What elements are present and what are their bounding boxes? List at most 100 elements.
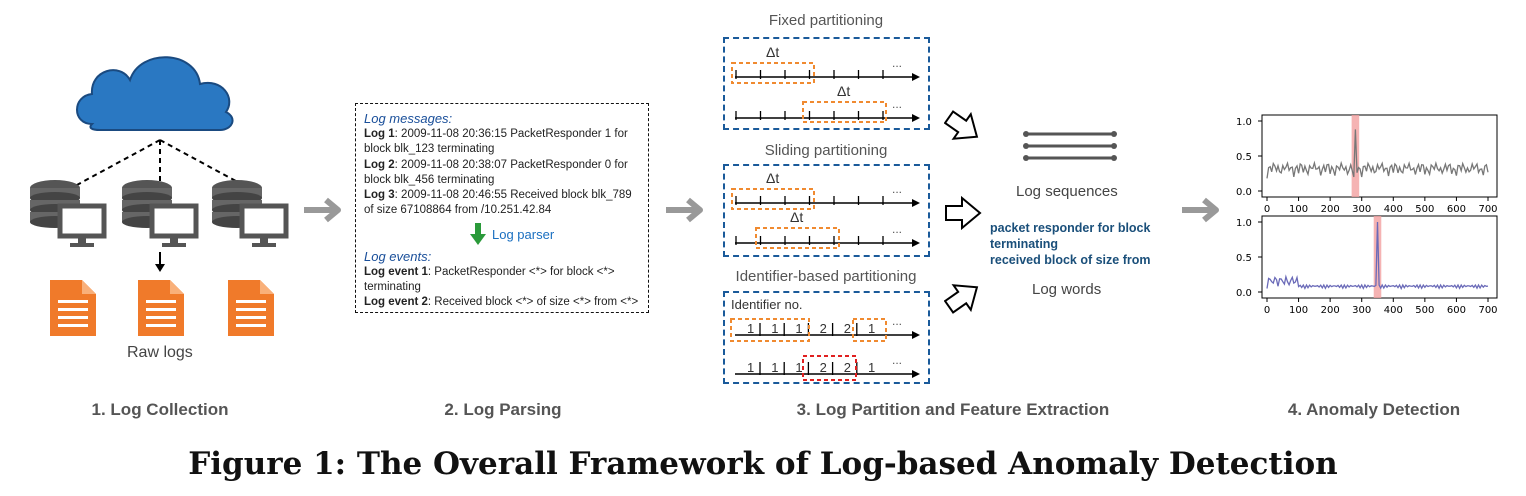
sliding-partitioning-box xyxy=(723,164,930,257)
stage-label-collection: 1. Log Collection xyxy=(91,400,229,419)
log-sequences-icon xyxy=(1023,131,1117,161)
y-tick-label: 0.5 xyxy=(1236,152,1252,163)
x-tick-label: 600 xyxy=(1447,204,1466,215)
timeline-arrowhead xyxy=(912,73,920,81)
time-window xyxy=(731,188,815,210)
events-header: Log events: xyxy=(364,248,432,264)
x-tick-label: 300 xyxy=(1352,305,1371,316)
stage-label-parsing: 2. Log Parsing xyxy=(444,400,562,419)
timeline-arrowhead xyxy=(912,199,920,207)
y-tick-label: 0.0 xyxy=(1236,187,1252,198)
x-tick-label: 300 xyxy=(1352,204,1371,215)
identifier-value: 2 xyxy=(820,321,827,336)
x-tick-label: 200 xyxy=(1321,204,1340,215)
timeline-arrowhead xyxy=(912,370,920,378)
timeline-arrowhead xyxy=(912,114,920,122)
log-parsing-box: Log messages: Log 1: 2009-11-08 20:36:15… xyxy=(355,103,649,313)
time-window xyxy=(755,227,840,249)
series-line xyxy=(1266,221,1489,291)
fixed-partitioning-box xyxy=(723,37,930,130)
series-line xyxy=(1266,129,1489,179)
server-icon xyxy=(122,180,199,247)
x-tick-label: 400 xyxy=(1384,305,1403,316)
identifier-label: Identifier no. xyxy=(731,297,803,312)
timeline-ellipsis: ... xyxy=(892,222,902,236)
identifier-value: 1 xyxy=(795,321,802,336)
identifier-value: 2 xyxy=(820,360,827,375)
x-tick-label: 500 xyxy=(1415,204,1434,215)
x-tick-label: 0 xyxy=(1264,204,1270,215)
identifier-value: 1 xyxy=(795,360,802,375)
identifier-value: 1 xyxy=(868,321,875,336)
x-tick-label: 0 xyxy=(1264,305,1270,316)
log-parser-label: Log parser xyxy=(492,226,555,242)
hollow-arrow-icon xyxy=(944,284,979,314)
identifier-window xyxy=(852,318,887,342)
delta-t-label: Δt xyxy=(766,170,779,186)
log-words: packet responder for block terminating r… xyxy=(990,220,1150,268)
log-words-label: Log words xyxy=(1032,281,1102,298)
delta-t-label: Δt xyxy=(837,83,850,99)
flow-arrow-icon xyxy=(304,197,341,223)
identifier-value: 1 xyxy=(868,360,875,375)
anomaly-highlight xyxy=(1373,216,1382,298)
identifier-value: 2 xyxy=(844,360,851,375)
timeline-ellipsis: ... xyxy=(892,314,902,328)
timeline-ellipsis: ... xyxy=(892,353,902,367)
y-tick-label: 1.0 xyxy=(1236,218,1252,229)
flow-arrow-icon xyxy=(666,197,703,223)
cloud-icon xyxy=(76,56,234,131)
timeline-arrowhead xyxy=(912,239,920,247)
hollow-arrow-icon xyxy=(945,196,982,230)
stage-label-partition: 3. Log Partition and Feature Extraction xyxy=(796,400,1110,419)
hollow-arrow-icon xyxy=(944,110,979,140)
log-file-icon xyxy=(228,280,274,336)
log-word-line: packet responder for block xyxy=(990,221,1151,235)
timeline-ellipsis: ... xyxy=(892,56,902,70)
raw-logs-label: Raw logs xyxy=(127,344,193,361)
log-message: Log 2: 2009-11-08 20:38:07 PacketRespond… xyxy=(364,158,628,186)
time-window xyxy=(731,62,815,84)
log-event: Log event 1: PacketResponder <*> for blo… xyxy=(364,265,615,294)
log-file-icon xyxy=(138,280,184,336)
sliding-partitioning-title: Sliding partitioning xyxy=(764,142,888,159)
x-tick-label: 700 xyxy=(1478,305,1497,316)
down-arrow-icon xyxy=(470,223,486,245)
identifier-value: 2 xyxy=(844,321,851,336)
fixed-partitioning-title: Fixed partitioning xyxy=(768,12,884,29)
identifier-partitioning-box xyxy=(723,291,930,384)
log-collection-graphic xyxy=(30,56,289,336)
x-tick-label: 400 xyxy=(1384,204,1403,215)
log-word-line: terminating xyxy=(990,237,1059,251)
timeline-ellipsis: ... xyxy=(892,97,902,111)
y-tick-label: 0.0 xyxy=(1236,288,1252,299)
delta-t-label: Δt xyxy=(790,209,803,225)
delta-t-label: Δt xyxy=(766,44,779,60)
log-parser: Log parser xyxy=(470,223,554,245)
identifier-value: 1 xyxy=(771,360,778,375)
stage-label-detection: 4. Anomaly Detection xyxy=(1287,400,1461,419)
log-message: Log 3: 2009-11-08 20:46:55 Received bloc… xyxy=(364,189,632,217)
server-icon xyxy=(30,180,107,247)
x-tick-label: 100 xyxy=(1289,204,1308,215)
log-word-line: received block of size from xyxy=(990,253,1151,267)
identifier-value: 1 xyxy=(771,321,778,336)
identifier-partitioning-title: Identifier-based partitioning xyxy=(735,268,917,285)
x-tick-label: 700 xyxy=(1478,204,1497,215)
log-event: Log event 2: Received block <*> of size … xyxy=(364,296,639,309)
figure-caption: Figure 1: The Overall Framework of Log-b… xyxy=(188,446,1338,482)
identifier-value: 1 xyxy=(747,321,754,336)
x-tick-label: 200 xyxy=(1321,305,1340,316)
x-tick-label: 100 xyxy=(1289,305,1308,316)
log-file-icon xyxy=(50,280,96,336)
x-tick-label: 500 xyxy=(1415,305,1434,316)
log-sequences-label: Log sequences xyxy=(1016,183,1118,200)
timeline-ellipsis: ... xyxy=(892,182,902,196)
server-icon xyxy=(212,180,289,247)
y-tick-label: 1.0 xyxy=(1236,117,1252,128)
anomaly-highlight xyxy=(1351,115,1360,197)
identifier-window xyxy=(802,355,857,381)
time-window xyxy=(802,101,887,123)
